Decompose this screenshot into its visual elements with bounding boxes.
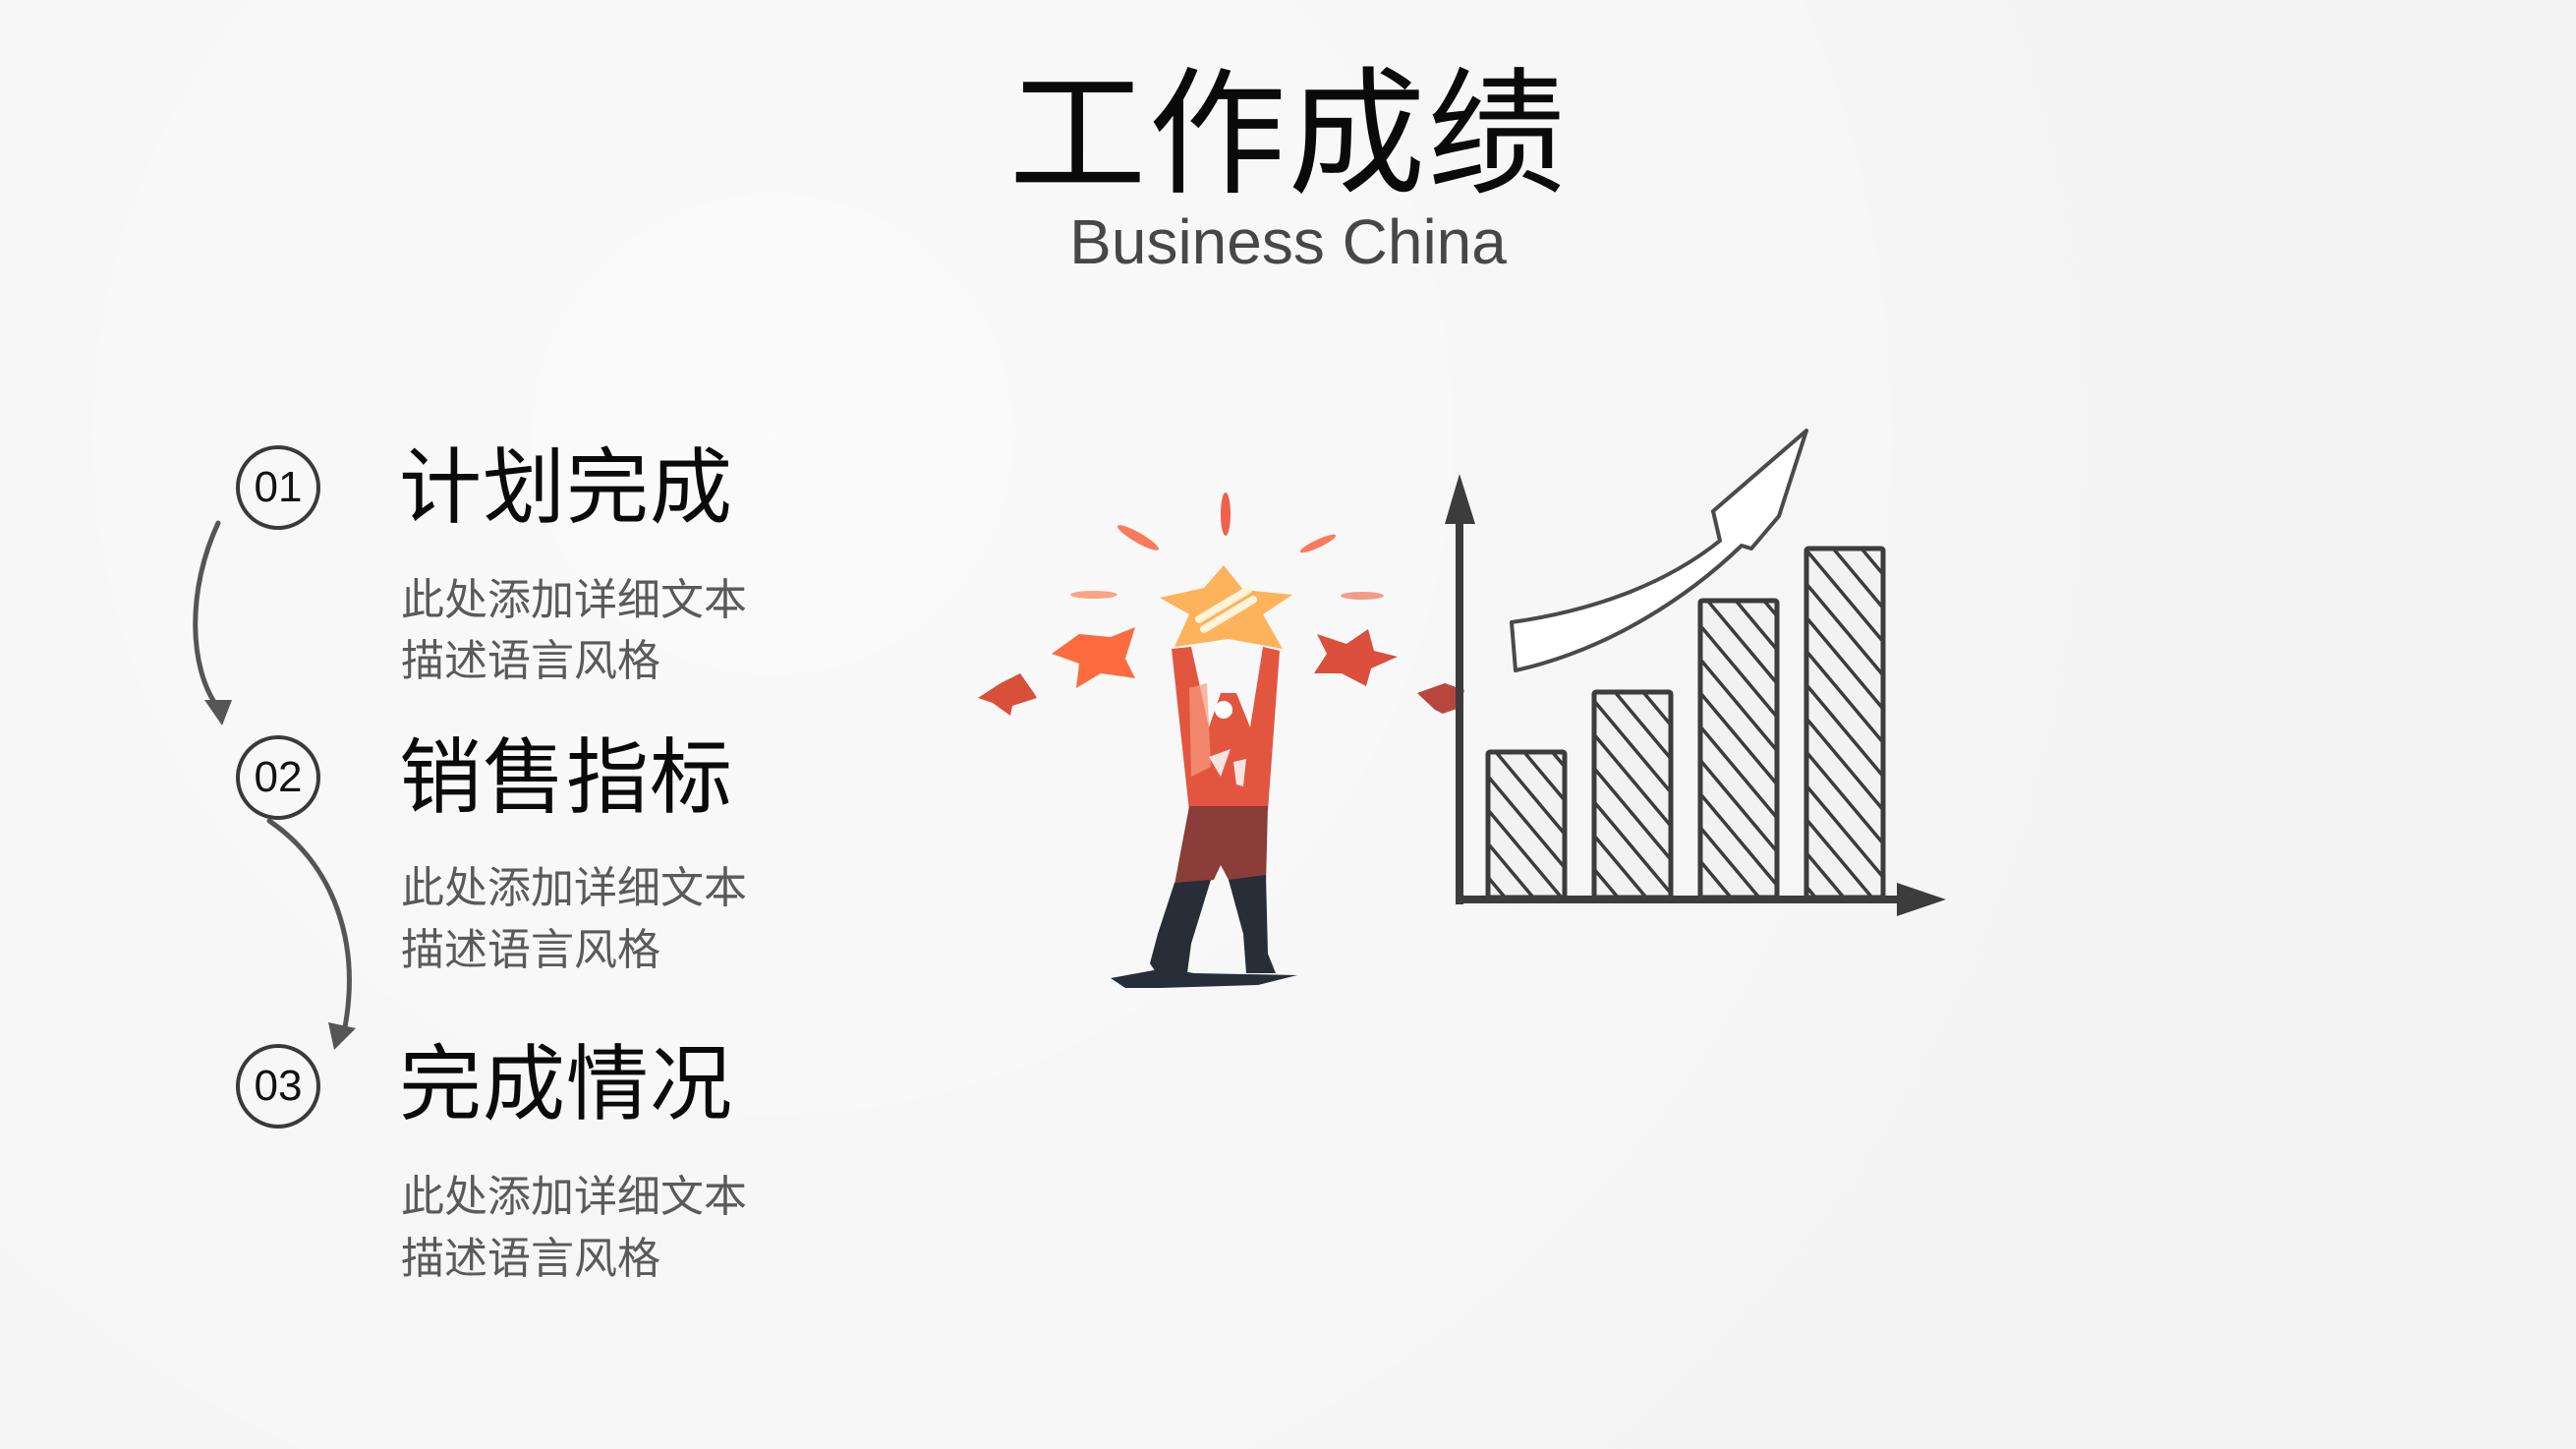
- chart-bar: [1485, 749, 1568, 900]
- trend-arrow-icon: [1510, 429, 1808, 672]
- chart-bar: [1697, 598, 1780, 900]
- step-number: 01: [254, 463, 303, 511]
- chart-bar: [1591, 689, 1674, 900]
- step-description-line: 此处添加详细文本: [401, 863, 747, 913]
- step-description-line: 描述语言风格: [401, 1234, 660, 1284]
- step-number: 02: [254, 753, 303, 801]
- chart-bar: [1803, 546, 1886, 900]
- step-description-line: 描述语言风格: [401, 636, 660, 686]
- person-holding-star-icon: [978, 493, 1464, 988]
- step-title: 完成情况: [399, 1036, 734, 1132]
- step-description-line: 此处添加详细文本: [401, 575, 747, 625]
- x-axis-arrowhead-icon: [1897, 883, 1946, 916]
- slide-title: 工作成绩: [1008, 55, 1568, 215]
- curved-arrow-icon: [193, 520, 352, 1035]
- slide-subtitle: Business China: [1069, 206, 1507, 277]
- step-title: 计划完成: [399, 439, 734, 536]
- arrowhead-icon: [328, 1022, 356, 1050]
- step-number: 03: [254, 1062, 303, 1110]
- arrowhead-icon: [204, 700, 232, 725]
- step-number-badge: 02: [236, 735, 320, 820]
- step-number-badge: 01: [236, 445, 320, 530]
- rising-bar-chart-icon: [1445, 429, 1946, 916]
- step-title: 销售指标: [399, 729, 734, 826]
- step-description-line: 描述语言风格: [401, 925, 660, 975]
- step-number-badge: 03: [236, 1044, 320, 1129]
- step-description-line: 此处添加详细文本: [401, 1172, 747, 1222]
- y-axis-arrowhead-icon: [1445, 474, 1475, 524]
